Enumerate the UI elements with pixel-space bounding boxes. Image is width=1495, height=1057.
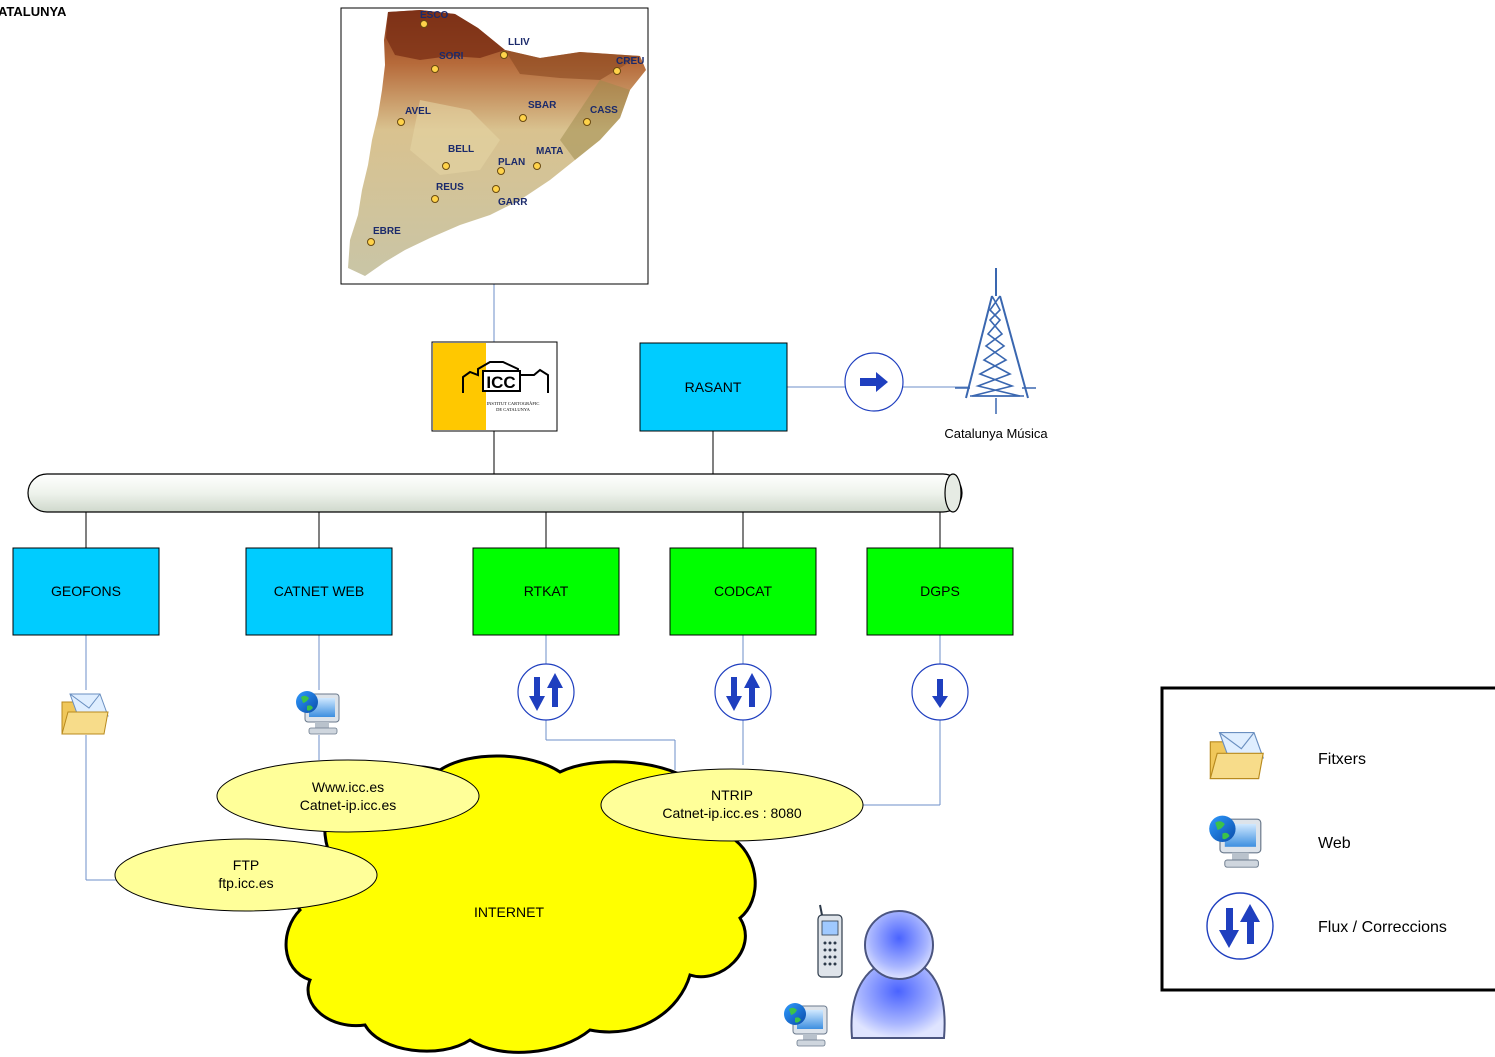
station-label-sori: SORI [439, 51, 464, 62]
rasant-node[interactable]: RASANT [639, 342, 788, 432]
legend-label-flux: Flux / Correccions [1318, 919, 1447, 936]
dgps-node[interactable]: DGPS [866, 547, 1014, 636]
internet-label: INTERNET [474, 904, 544, 920]
station-marker-mata [533, 162, 541, 170]
legend-label-files: Fitxers [1318, 751, 1366, 768]
station-marker-creu [613, 67, 621, 75]
user-icon [850, 910, 946, 1039]
ntrip-server-line2: Catnet-ip.icc.es : 8080 [662, 805, 802, 821]
rtkat-flux-icon [517, 663, 575, 721]
legend-web-computer-icon [1209, 815, 1262, 868]
legend-folder-mail-icon [1209, 732, 1265, 780]
geofons-node[interactable]: GEOFONS [12, 547, 160, 636]
rtkat-label: RTKAT [524, 583, 569, 599]
station-label-bell: BELL [448, 144, 474, 155]
dgps-label: DGPS [920, 583, 960, 599]
catnet-web-node[interactable]: CATNET WEB [245, 547, 393, 636]
mobile-phone-icon [817, 904, 843, 978]
client-computer-icon [784, 1003, 828, 1047]
antenna-tower-icon [955, 268, 1036, 414]
ftp-server-line2: ftp.icc.es [218, 875, 273, 891]
station-marker-reus [431, 195, 439, 203]
dgps-down-arrow-icon [911, 663, 969, 721]
station-label-garr: GARR [498, 197, 528, 208]
ntrip-server-line1: NTRIP [711, 787, 753, 803]
connectors [85, 284, 968, 881]
station-label-plan: PLAN [498, 157, 525, 168]
ftp-server-ellipse: FTP ftp.icc.es [114, 838, 378, 912]
web-computer-icon [296, 691, 340, 735]
station-marker-sori [431, 65, 439, 73]
station-marker-plan [497, 167, 505, 175]
station-label-sbar: SBAR [528, 100, 557, 111]
station-label-avel: AVEL [405, 106, 431, 117]
legend-up-down-arrows-icon [1206, 892, 1274, 960]
logo-subtitle-2: DE CATALUNYA [496, 407, 531, 412]
station-label-creu: CREU [616, 56, 644, 67]
station-label-reus: REUS [436, 182, 464, 193]
codcat-node[interactable]: CODCAT [669, 547, 817, 636]
legend-label-web: Web [1318, 835, 1351, 852]
codcat-label: CODCAT [714, 583, 773, 599]
station-marker-avel [397, 118, 405, 126]
web-server-line2: Catnet-ip.icc.es [300, 797, 396, 813]
broadcast-label: Catalunya Música [944, 426, 1048, 441]
logo-acronym: ICC [486, 373, 515, 392]
logo-subtitle-1: INSTITUT CARTOGRÀFIC [487, 401, 540, 406]
bus-connectors [85, 431, 941, 548]
station-label-ebre: EBRE [373, 226, 401, 237]
station-marker-sbar [519, 114, 527, 122]
web-server-line1: Www.icc.es [312, 779, 384, 795]
station-label-lliv: LLIV [508, 37, 530, 48]
rasant-label: RASANT [685, 379, 742, 395]
ftp-server-line1: FTP [233, 857, 259, 873]
broadcast-arrow-icon [844, 352, 904, 412]
station-label-mata: MATA [536, 146, 563, 157]
legend: Fitxers Web Flux / Correccions [1160, 686, 1495, 992]
ntrip-server-ellipse: NTRIP Catnet-ip.icc.es : 8080 [600, 768, 864, 842]
station-marker-garr [492, 185, 500, 193]
network-bus [27, 473, 963, 513]
corner-title: ATALUNYA [0, 4, 67, 19]
map-stations: ESCO LLIV SORI CREU AVEL SBAR CASS BELL MATA PLAN… [367, 10, 644, 246]
codcat-flux-icon [714, 663, 772, 721]
icc-logo: ICC INSTITUT CARTOGRÀFIC DE CATALUNYA [431, 341, 558, 432]
station-label-esco: ESCO [420, 10, 449, 21]
station-marker-cass [583, 118, 591, 126]
folder-mail-icon [61, 693, 109, 735]
station-marker-bell [442, 162, 450, 170]
station-marker-esco [420, 20, 428, 28]
rtkat-node[interactable]: RTKAT [472, 547, 620, 636]
catalonia-map [340, 7, 649, 285]
catnet-web-label: CATNET WEB [274, 583, 365, 599]
station-marker-lliv [500, 51, 508, 59]
station-label-cass: CASS [590, 105, 618, 116]
geofons-label: GEOFONS [51, 583, 121, 599]
station-marker-ebre [367, 238, 375, 246]
web-server-ellipse: Www.icc.es Catnet-ip.icc.es [216, 759, 480, 833]
